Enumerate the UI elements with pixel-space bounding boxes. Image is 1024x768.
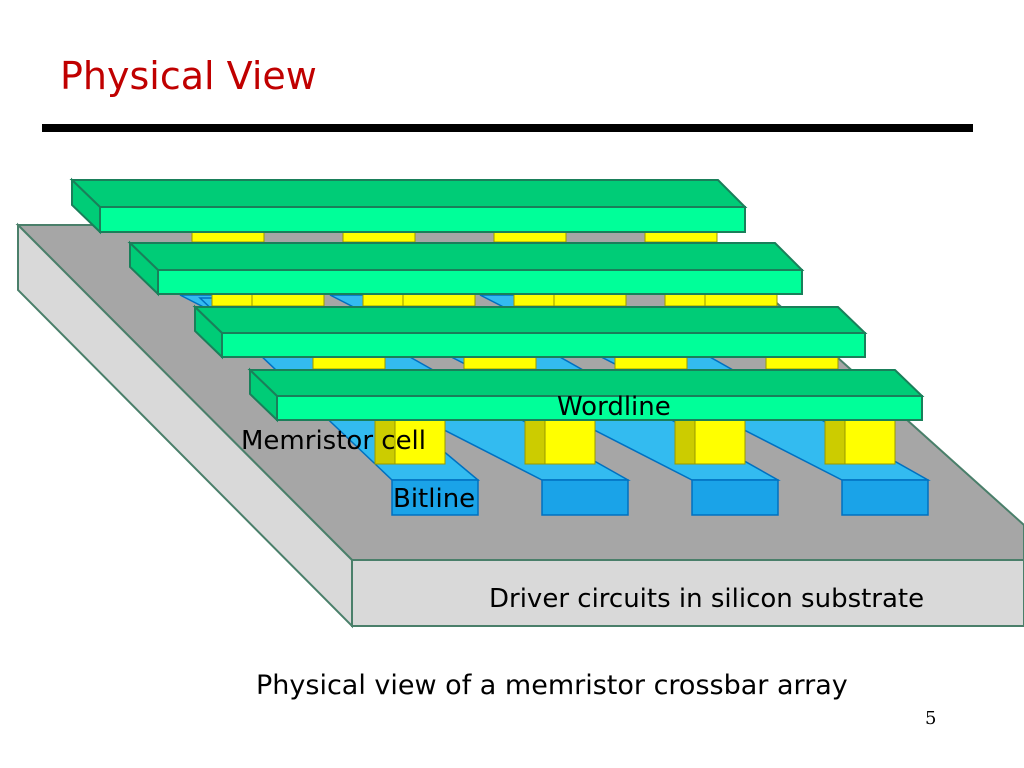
memristor-cell xyxy=(251,293,325,307)
memristor-cell xyxy=(614,356,688,370)
figure-caption: Physical view of a memristor crossbar ar… xyxy=(256,670,848,701)
wordline xyxy=(127,240,805,297)
page-number: 5 xyxy=(925,708,937,729)
substrate-label: Driver circuits in silicon substrate xyxy=(489,584,925,614)
memristor-cell xyxy=(312,356,386,370)
wordline xyxy=(247,367,925,423)
memristor-cells xyxy=(191,231,718,243)
memristor-cell xyxy=(191,231,265,243)
memristor-cell xyxy=(374,419,446,465)
memristor-cell xyxy=(765,356,839,370)
memristor-cell xyxy=(493,231,567,243)
memristor-cell xyxy=(674,419,746,465)
memristor-cell xyxy=(342,231,416,243)
bitline-label: Bitline xyxy=(393,484,476,514)
memristor-cell xyxy=(402,293,476,307)
wordline xyxy=(192,304,868,360)
memristor-cells xyxy=(374,419,896,465)
slide-title: Physical View xyxy=(60,54,317,98)
memristor-cell xyxy=(824,419,896,465)
memristor-cell xyxy=(524,419,596,465)
memristor-cell xyxy=(644,231,718,243)
wordline-label: Wordline xyxy=(557,392,671,422)
wordline xyxy=(69,177,748,235)
memristor-cell-label: Memristor cell xyxy=(241,426,427,456)
memristor-cell xyxy=(463,356,537,370)
substrate-front xyxy=(351,559,1024,627)
title-divider xyxy=(42,124,973,132)
memristor-cell xyxy=(553,293,627,307)
memristor-cell xyxy=(704,293,778,307)
